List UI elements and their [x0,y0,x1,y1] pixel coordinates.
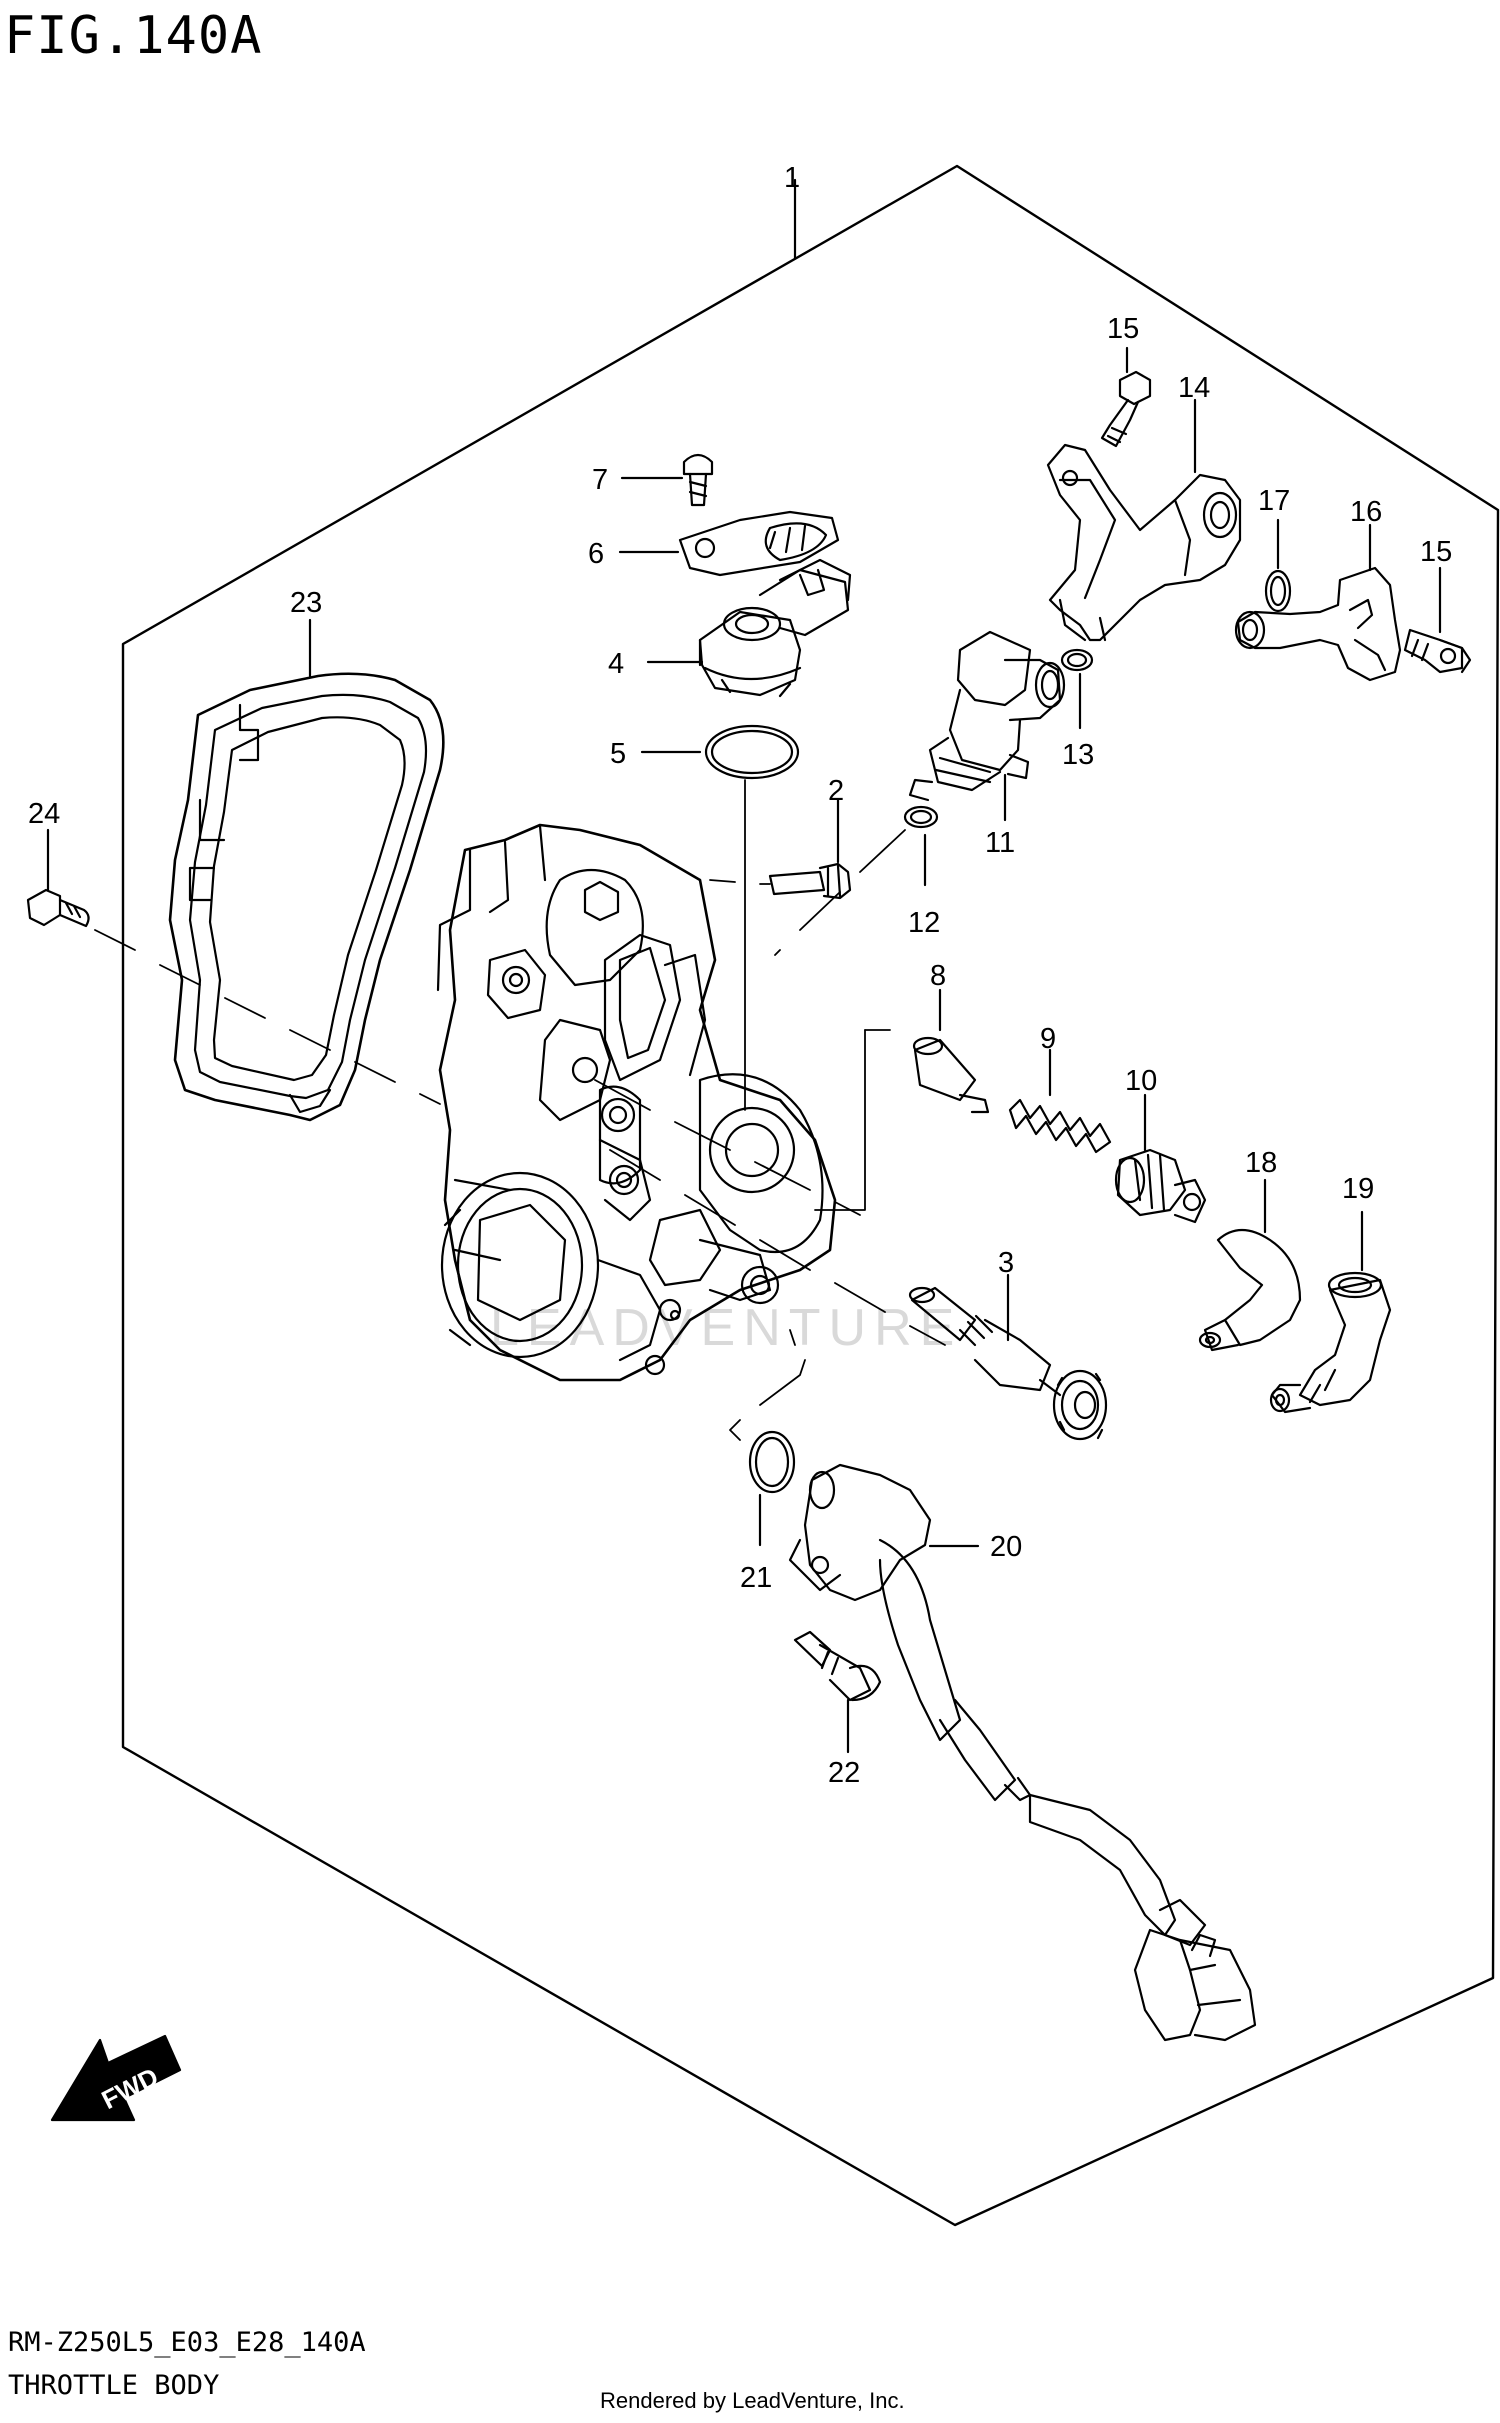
oring-part-12 [903,805,939,829]
injector-part-11 [908,630,1066,802]
cover-part-23 [168,672,445,1122]
callout-10: 10 [1125,1065,1157,1097]
callout-20: 20 [990,1531,1022,1563]
bolt-part-15b [1403,628,1472,674]
callout-22: 22 [828,1757,860,1789]
callout-9: 9 [1040,1023,1056,1055]
callout-8: 8 [930,960,946,992]
callout-6: 6 [588,538,604,570]
assembly-outline [121,164,1500,2227]
figure-title: FIG.140A [4,6,263,66]
oring-part-13 [1060,648,1094,672]
oring-part-5 [704,724,800,780]
callout-3: 3 [998,1247,1014,1279]
throttle-body-main [436,823,837,1382]
section-title: THROTTLE BODY [8,2370,220,2401]
model-code: RM-Z250L5_E03_E28_140A [8,2327,366,2358]
fwd-arrow-icon: FWD [50,2034,182,2122]
bolt-part-24 [26,888,90,928]
screw-part-7 [682,453,714,507]
oring-part-21 [748,1430,796,1494]
fitting-part-16 [1234,566,1402,682]
hose-part-18 [1198,1228,1302,1352]
sensor-part-4 [698,558,852,698]
adjuster-part-10 [1114,1148,1207,1224]
callout-21: 21 [740,1562,772,1594]
callout-13: 13 [1062,739,1094,771]
sensor-part-20 [788,1463,1257,2042]
callout-7: 7 [592,464,608,496]
callout-16: 16 [1350,496,1382,528]
callout-labels: 1 2 3 4 5 6 7 8 9 10 11 12 13 14 15 15 1… [28,162,1452,1789]
callout-15b: 15 [1420,536,1452,568]
bolt-part-22 [793,1630,882,1702]
screw-part-3 [908,1286,1108,1441]
bracket-part-6 [678,510,840,577]
callout-18: 18 [1245,1147,1277,1179]
centerlines [594,779,946,1441]
spring-part-9 [1008,1098,1112,1154]
callout-1: 1 [784,162,800,194]
elbow-part-19 [1269,1271,1392,1414]
screw-part-2 [768,862,852,900]
callout-23: 23 [290,587,322,619]
pin-part-8 [912,1036,990,1114]
callout-14: 14 [1178,372,1210,404]
callout-12: 12 [908,907,940,939]
callout-24: 24 [28,798,60,830]
callout-2: 2 [828,775,844,807]
callout-5: 5 [610,738,626,770]
callout-4: 4 [608,648,624,680]
callout-17: 17 [1258,485,1290,517]
callout-11: 11 [985,827,1015,859]
callout-19: 19 [1342,1173,1374,1205]
bracket-part-14 [1046,443,1242,642]
watermark: LEADVENTURE [490,1299,962,1357]
centerline-24 [94,929,441,1105]
bolt-part-15a [1100,370,1152,448]
rendered-by-credit: Rendered by LeadVenture, Inc. [600,2388,905,2413]
callout-15a: 15 [1107,313,1139,345]
oring-part-17 [1264,569,1292,613]
